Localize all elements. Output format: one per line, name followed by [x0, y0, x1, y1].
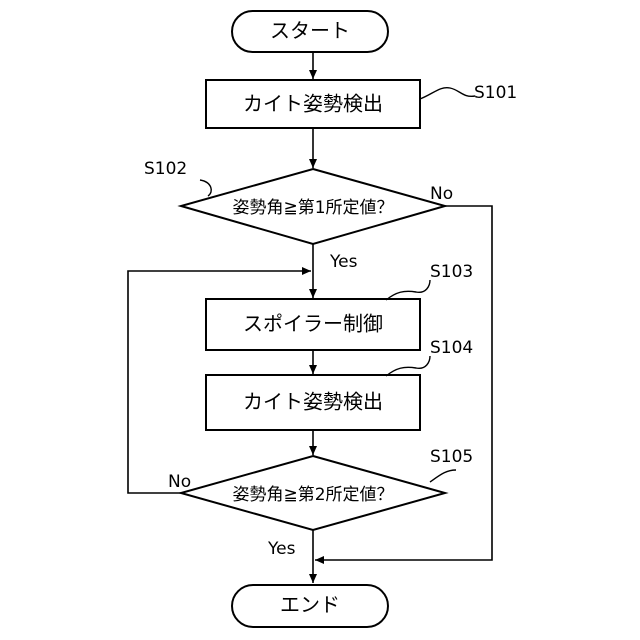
leader-s102 — [200, 180, 211, 196]
decision-s105-text: 姿勢角≧第2所定値？ — [232, 485, 393, 505]
step-label-s103: S103 — [430, 262, 473, 282]
branch-label-s102-yes: Yes — [329, 252, 358, 272]
process-s101-text: カイト姿勢検出 — [243, 92, 383, 116]
step-label-s105: S105 — [430, 447, 473, 467]
process-s104: カイト姿勢検出 — [206, 375, 420, 430]
start-terminal: スタート — [232, 11, 388, 52]
process-s103: スポイラー制御 — [206, 299, 420, 350]
process-s103-text: スポイラー制御 — [243, 312, 383, 336]
leader-s101 — [420, 88, 475, 99]
end-terminal: エンド — [232, 585, 388, 627]
start-label: スタート — [270, 19, 350, 43]
leader-s103 — [386, 280, 430, 300]
branch-label-s105-yes: Yes — [267, 539, 296, 559]
process-s104-text: カイト姿勢検出 — [243, 390, 383, 414]
end-label: エンド — [280, 593, 340, 617]
leader-s105 — [430, 470, 456, 482]
decision-s105: 姿勢角≧第2所定値？ — [181, 456, 445, 530]
step-label-s102: S102 — [144, 159, 187, 179]
branch-label-s102-no: No — [430, 184, 453, 204]
process-s101: カイト姿勢検出 — [206, 80, 420, 128]
decision-s102: 姿勢角≧第1所定値？ — [181, 169, 445, 244]
leader-s104 — [386, 356, 430, 376]
decision-s102-text: 姿勢角≧第1所定値？ — [232, 198, 393, 218]
step-label-s104: S104 — [430, 338, 473, 358]
step-label-s101: S101 — [474, 83, 517, 103]
branch-label-s105-no: No — [168, 472, 191, 492]
